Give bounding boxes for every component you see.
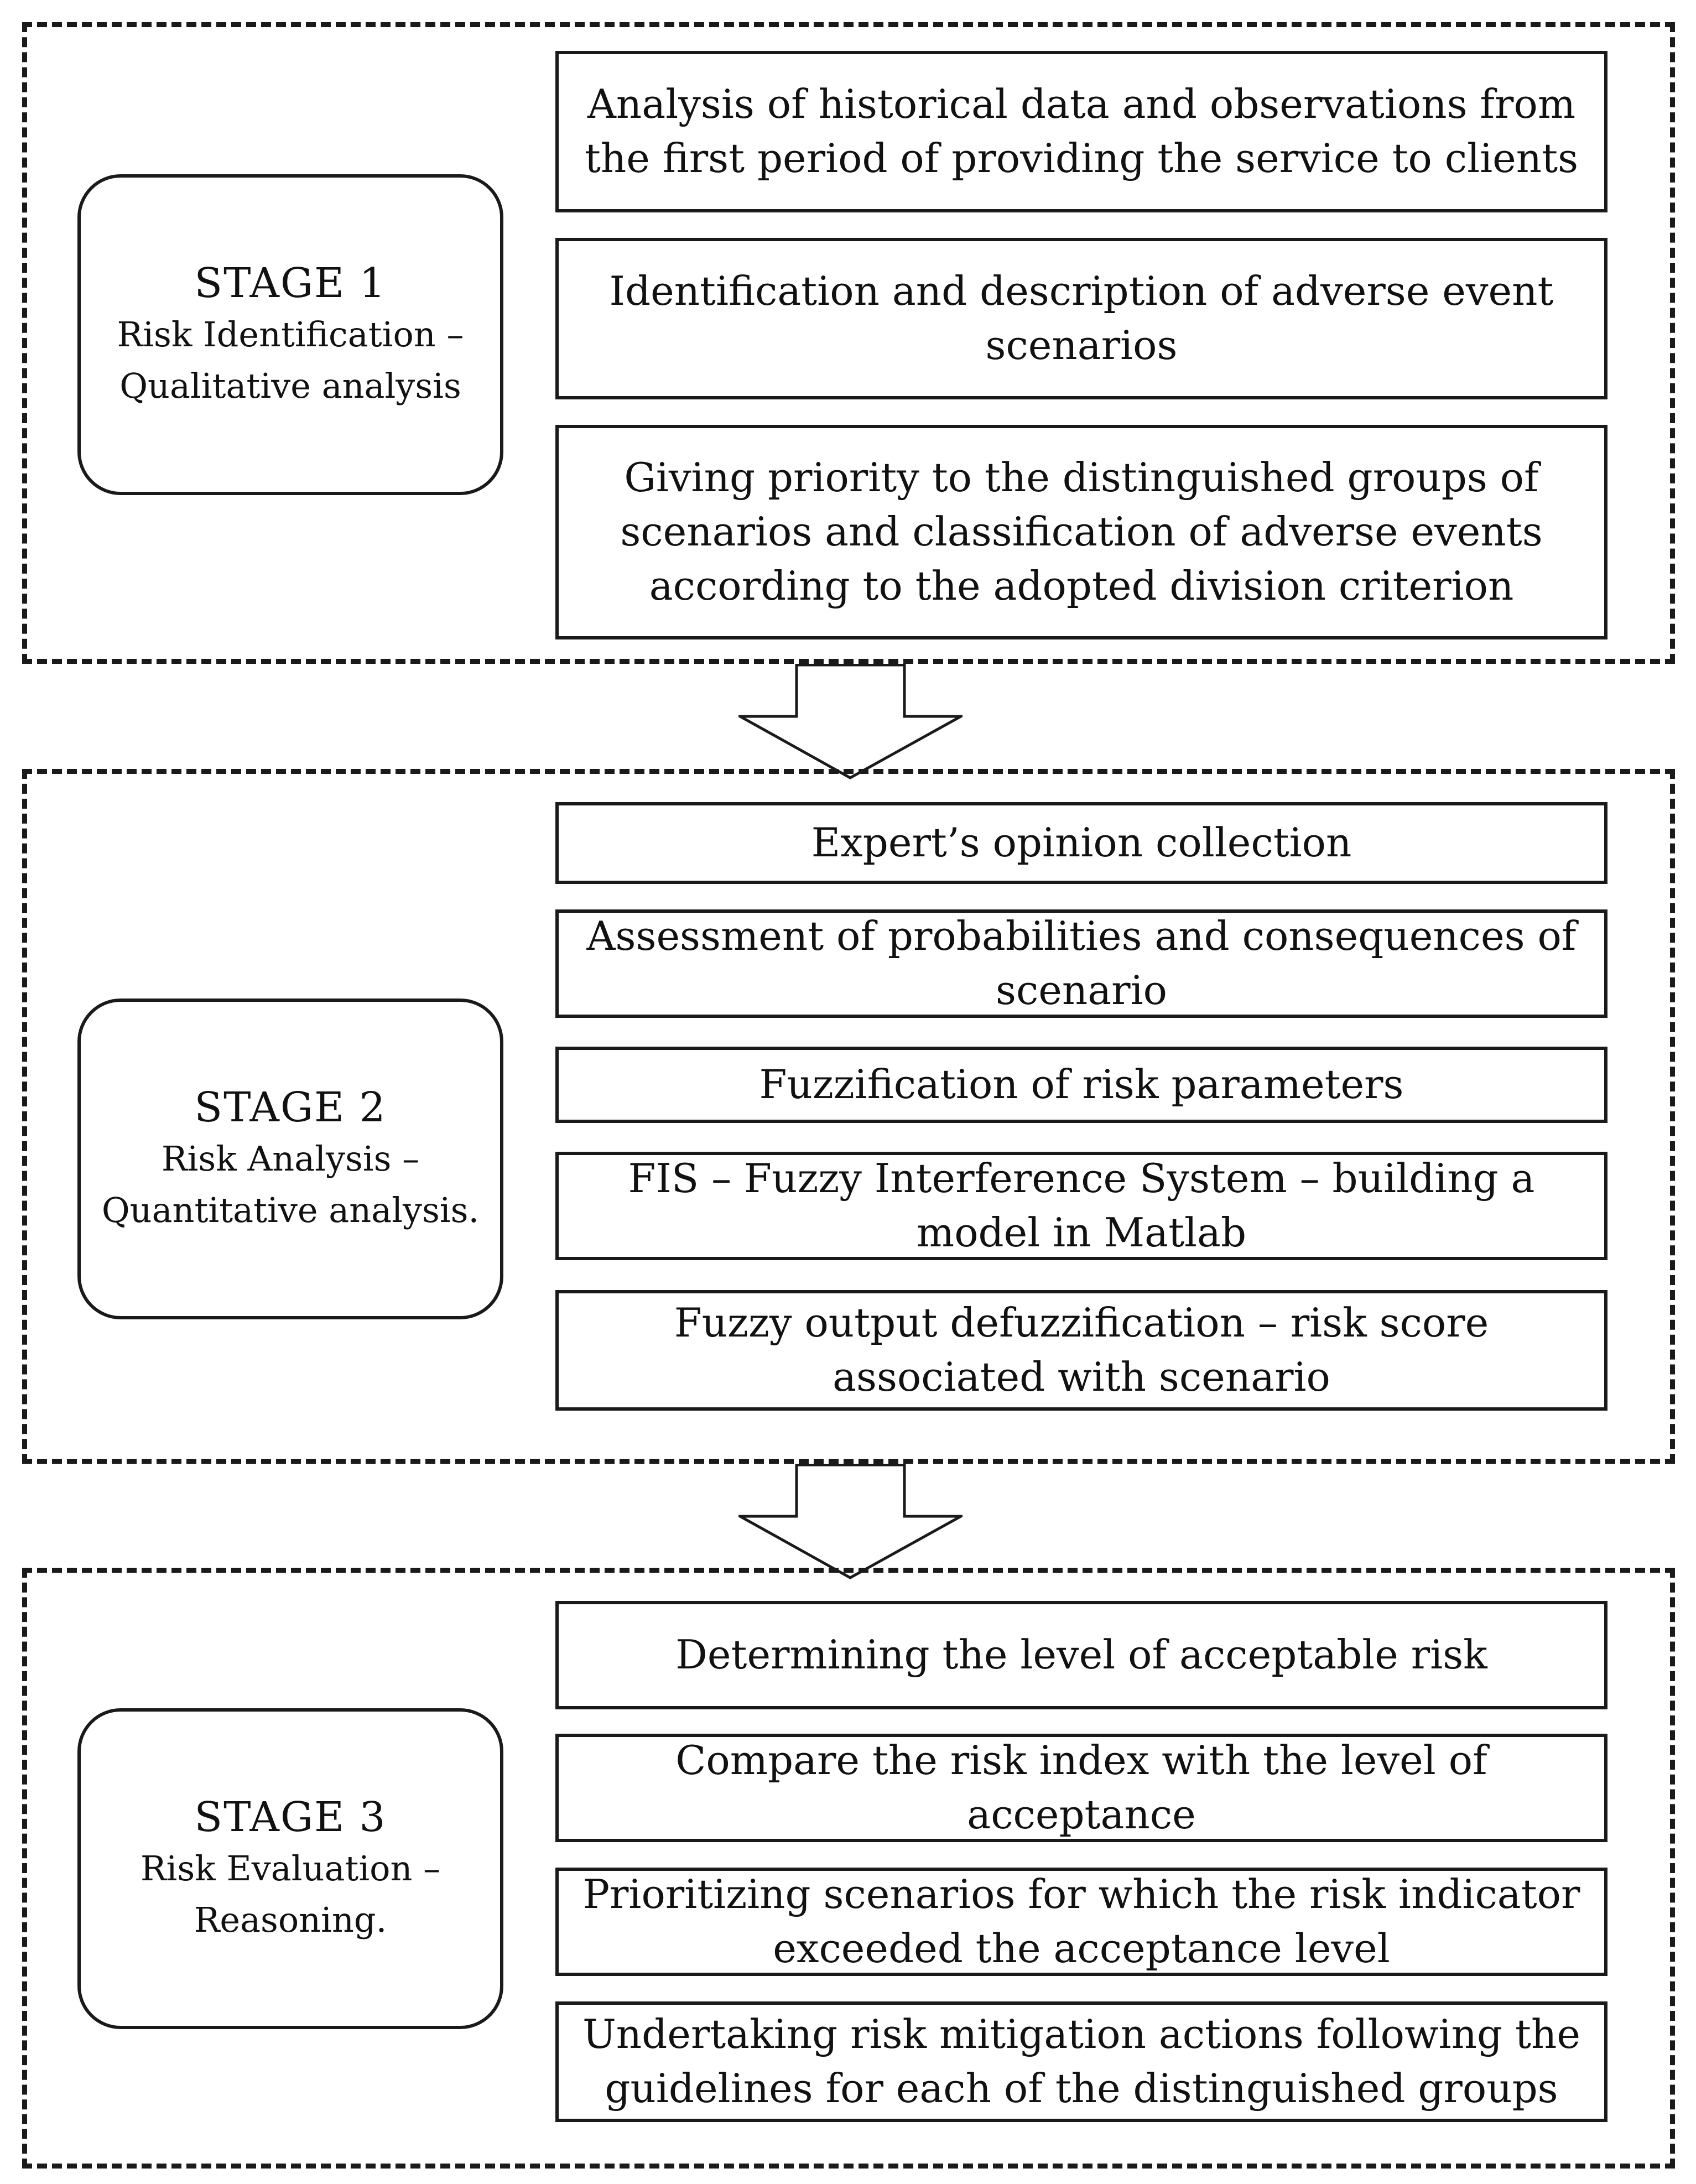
stage-3-frame bbox=[22, 1568, 1675, 2169]
stage-2-step-4: FIS – Fuzzy Interference System – buildi… bbox=[555, 1152, 1607, 1260]
stage-2-title: STAGE 2 bbox=[194, 1083, 387, 1131]
down-arrow-1 bbox=[738, 664, 963, 779]
stage-1-subtitle-line-2: Qualitative analysis bbox=[119, 366, 461, 407]
stage-2-step-3: Fuzzification of risk parameters bbox=[555, 1047, 1607, 1123]
stage-3-subtitle-line-1: Risk Evaluation – bbox=[140, 1848, 441, 1889]
stage-3-subtitle-line-2: Reasoning. bbox=[194, 1900, 387, 1941]
stage-2-step-5: Fuzzy output defuzzification – risk scor… bbox=[555, 1290, 1607, 1411]
stage-1-step-1: Analysis of historical data and observat… bbox=[555, 51, 1607, 212]
stage-1-subtitle-line-1: Risk Identification – bbox=[117, 314, 464, 355]
stage-1-title: STAGE 1 bbox=[194, 259, 387, 307]
stage-2-frame bbox=[22, 769, 1675, 1464]
stage-3-title: STAGE 3 bbox=[194, 1793, 387, 1841]
stage-3-step-2: Compare the risk index with the level of… bbox=[555, 1734, 1607, 1842]
stage-3-box: STAGE 3 Risk Evaluation – Reasoning. bbox=[77, 1708, 503, 2029]
stage-2-subtitle-line-1: Risk Analysis – bbox=[161, 1138, 420, 1179]
stage-1-step-3: Giving priority to the distinguished gro… bbox=[555, 425, 1607, 639]
stage-3-step-3: Prioritizing scenarios for which the ris… bbox=[555, 1868, 1607, 1976]
stage-2-subtitle-line-2: Quantitative analysis. bbox=[101, 1190, 480, 1231]
stage-3-step-4: Undertaking risk mitigation actions foll… bbox=[555, 2001, 1607, 2122]
stage-2-step-2: Assessment of probabilities and conseque… bbox=[555, 909, 1607, 1018]
down-arrow-2 bbox=[738, 1464, 963, 1579]
stage-1-step-2: Identification and description of advers… bbox=[555, 238, 1607, 399]
stage-1-box: STAGE 1 Risk Identification – Qualitativ… bbox=[77, 174, 503, 495]
stage-2-box: STAGE 2 Risk Analysis – Quantitative ana… bbox=[77, 999, 503, 1319]
stage-3-step-1: Determining the level of acceptable risk bbox=[555, 1601, 1607, 1709]
stage-1-frame bbox=[22, 22, 1675, 664]
stage-2-step-1: Expert’s opinion collection bbox=[555, 802, 1607, 884]
